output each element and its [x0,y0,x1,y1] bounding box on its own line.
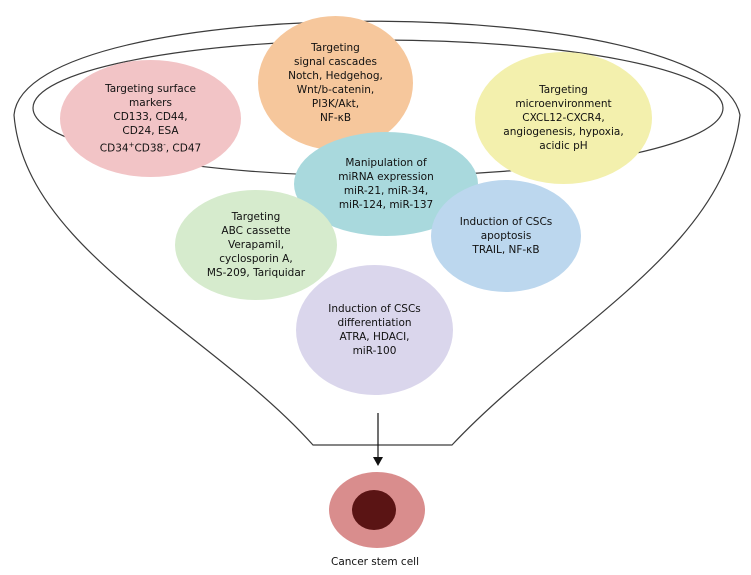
surface-markers-line-4: CD24, ESA [122,124,179,137]
microenvironment-line-1: Targeting [539,84,588,96]
microenvironment-line-2: microenvironment [515,98,612,110]
differentiation-line-4: miR-100 [352,345,397,357]
microenvironment-line-4: angiogenesis, hypoxia, [503,126,624,138]
abc-line-2: ABC cassette [221,225,291,237]
abc-line-4: cyclosporin A, [219,253,293,265]
signal-cascades-line-3: Notch, Hedgehog, [288,70,383,82]
abc-line-5: MS-209, Tariquidar [206,267,306,279]
apoptosis-line-2: apoptosis [480,230,532,242]
surface-markers-line-3: CD133, CD44, [113,110,188,123]
apoptosis-line-1: Induction of CSCs [459,216,553,228]
differentiation-line-3: ATRA, HDACI, [339,331,410,343]
cell-inner [352,490,396,530]
abc-line-1: Targeting [231,211,281,223]
signal-cascades-line-1: Targeting [311,42,360,54]
signal-cascades-line-4: Wnt/b-catenin, [296,84,375,96]
differentiation-line-2: differentiation [337,317,412,329]
signal-cascades-line-5: PI3K/Akt, [311,98,360,110]
surface-markers-cd-line: CD34+CD38-, CD47 [99,140,202,155]
bubble-apoptosis: Induction of CSCs apoptosis TRAIL, NF-κB [431,180,581,292]
cancer-stem-cell-label: Cancer stem cell [331,556,419,568]
apoptosis-line-3: TRAIL, NF-κB [472,244,540,256]
arrow-head [373,457,383,466]
bubble-microenvironment: Targeting microenvironment CXCL12-CXCR4,… [475,52,652,184]
abc-line-3: Verapamil, [227,239,285,251]
mirna-line-3: miR-21, miR-34, [343,185,429,197]
bubble-surface-markers: Targeting surface markers CD133, CD44, C… [60,60,241,177]
signal-cascades-line-2: signal cascades [294,56,377,68]
bubble-abc-cassette: Targeting ABC cassette Verapamil, cyclos… [175,190,337,300]
bubble-differentiation: Induction of CSCs differentiation ATRA, … [296,265,453,395]
surface-markers-line-1: Targeting surface [105,82,196,95]
signal-cascades-line-6: NF-κB [319,112,352,124]
differentiation-line-1: Induction of CSCs [328,303,421,315]
mirna-line-1: Manipulation of [345,157,427,169]
mirna-line-2: miRNA expression [338,171,434,183]
microenvironment-line-5: acidic pH [539,140,588,152]
mirna-line-4: miR-124, miR-137 [338,199,434,211]
microenvironment-line-3: CXCL12-CXCR4, [522,112,605,124]
surface-markers-line-2: markers [129,96,172,109]
bubble-signal-cascades: Targeting signal cascades Notch, Hedgeho… [258,16,413,150]
